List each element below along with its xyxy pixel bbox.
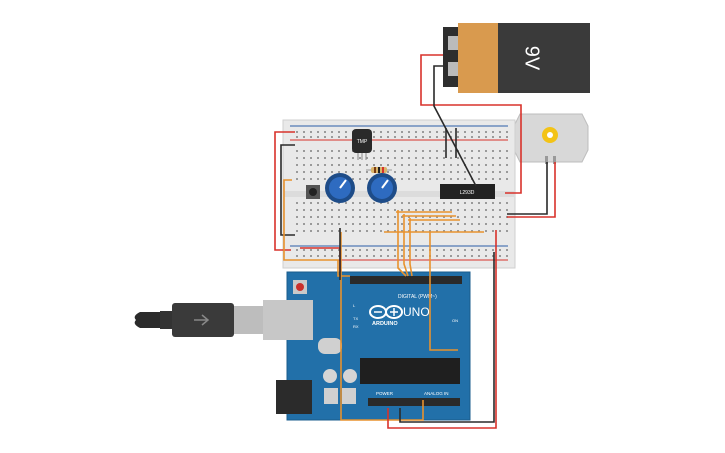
power-jack [276,380,312,414]
potentiometer-1[interactable] [325,173,355,203]
l-label: L [353,303,356,308]
battery-label: 9V [521,46,543,71]
battery-cap [458,23,500,93]
reset-button[interactable] [296,283,304,291]
usb-cable[interactable] [134,303,266,337]
arduino-logo-icon [369,305,403,319]
rx-label: RX [353,324,359,329]
l293d-chip[interactable]: L293D [440,184,495,199]
l293d-label: L293D [460,190,475,196]
resistor[interactable] [366,167,392,173]
tx-label: TX [353,316,358,321]
power-label: POWER [376,391,394,396]
potentiometer-2[interactable] [367,173,397,203]
arduino-uno[interactable]: UNO ARDUINO DIGITAL (PWM~) POWER ANALOG … [263,271,471,421]
battery-9v[interactable]: 9V [443,23,590,93]
wires[interactable] [274,54,556,429]
atmega-chip [360,358,460,384]
arduino-brand: ARDUINO [372,321,398,327]
dc-motor[interactable] [513,113,589,164]
on-label: ON [452,318,458,323]
digital-label: DIGITAL (PWM~) [398,294,437,300]
power-analog-header[interactable] [368,398,460,406]
push-button[interactable] [306,185,320,199]
usb-port [263,300,313,340]
tmp-sensor[interactable]: TMP [352,129,372,160]
digital-header[interactable] [350,276,462,284]
analog-label: ANALOG IN [424,391,449,396]
breadboard-holes [296,131,508,257]
arduino-model: UNO [403,305,430,319]
tmp-label: TMP [357,139,368,145]
battery-body [498,23,590,93]
